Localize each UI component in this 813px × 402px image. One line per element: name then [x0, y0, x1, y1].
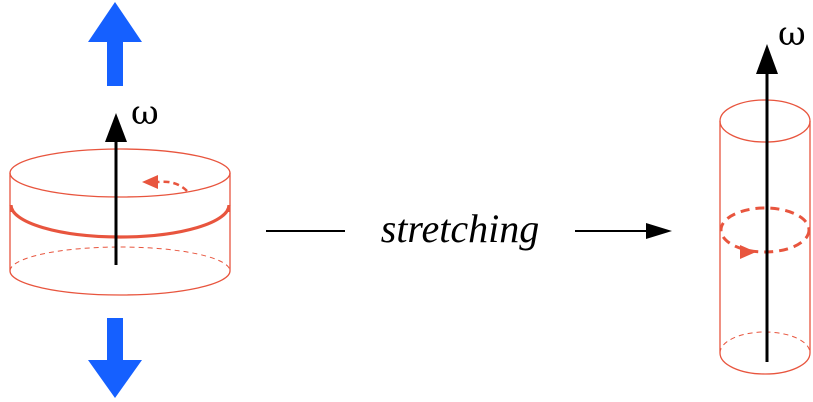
rotation-band-front [9, 204, 231, 239]
rotation-arrowhead-right-icon [740, 245, 756, 259]
stretch-up-arrow-icon [88, 2, 142, 86]
rotation-arrow-dashed [157, 180, 188, 192]
short-wide-cylinder [9, 148, 231, 296]
tall-cylinder-bottom-back-rim [719, 331, 811, 354]
cylinder-top-rim [9, 148, 231, 198]
tall-thin-cylinder [719, 99, 811, 375]
cylinder-bottom-back-rim [9, 246, 231, 272]
tall-rotation-ring-dashed [719, 206, 811, 254]
omega-label-right: ω [778, 14, 806, 54]
stretch-down-arrow-icon [88, 318, 142, 398]
tall-cylinder-bottom-front-rim [719, 352, 811, 375]
stretching-process-arrow [266, 223, 672, 239]
omega-label-left: ω [131, 93, 159, 133]
vorticity-axis-right [756, 44, 778, 362]
vorticity-axis-left [105, 113, 127, 265]
tall-cylinder-top-rim [719, 99, 811, 143]
cylinder-bottom-front-rim [9, 270, 231, 296]
stretching-label: stretching [381, 206, 540, 251]
rotation-arrowhead-left-icon [142, 175, 158, 189]
